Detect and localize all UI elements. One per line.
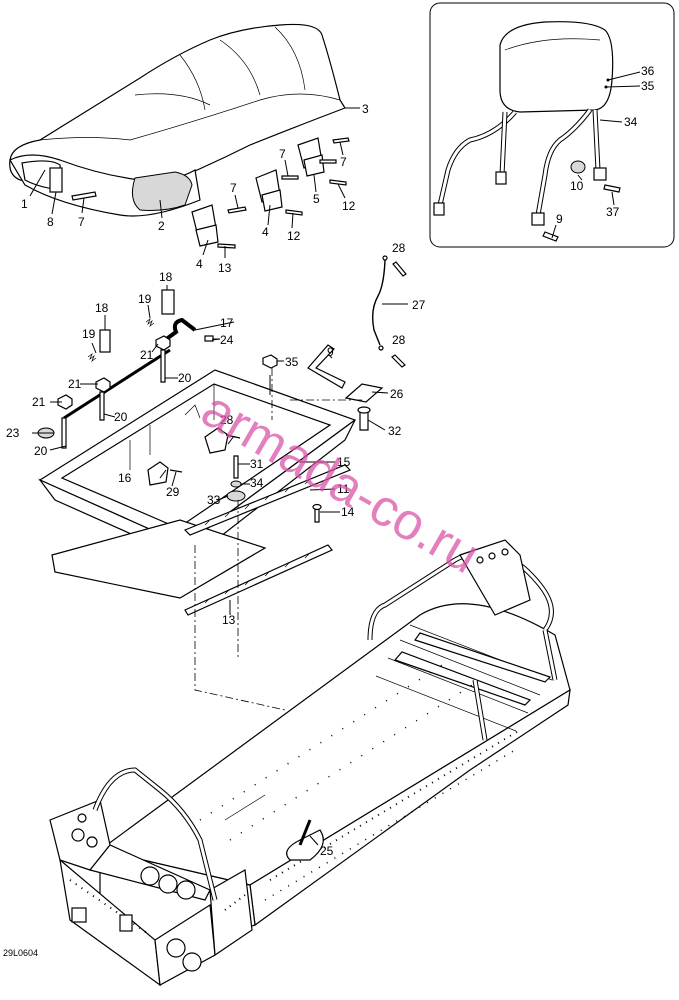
box-base-panel <box>51 519 267 599</box>
callout-label: 19 <box>138 292 152 306</box>
callout-label: 20 <box>178 371 192 385</box>
callout-label: 9 <box>327 345 334 359</box>
callout-label: 9 <box>556 212 563 226</box>
callout-label: 20 <box>34 444 48 458</box>
callout-label: 26 <box>390 387 404 401</box>
callout-label: 7 <box>78 215 85 229</box>
callout-label: 28 <box>220 413 234 427</box>
callout-label: 7 <box>279 147 286 161</box>
callout-label: 12 <box>342 199 356 213</box>
callout-label: 7 <box>340 155 347 169</box>
backrest-inset <box>429 2 675 248</box>
seat-assembly <box>9 23 360 258</box>
callout-label: 15 <box>337 455 351 469</box>
side-rail <box>183 464 352 536</box>
callout-label: 23 <box>6 426 20 440</box>
callout-label: 34 <box>250 476 264 490</box>
callout-label: 4 <box>196 257 203 271</box>
callout-label: 11 <box>337 482 350 496</box>
callout-label: 4 <box>262 225 269 239</box>
callout-label: 16 <box>118 471 132 485</box>
callout-label: 18 <box>95 301 109 315</box>
storage-box <box>32 338 389 711</box>
latch-bracket <box>49 167 63 193</box>
callout-label: 5 <box>313 192 320 206</box>
callout-label: 34 <box>624 115 638 129</box>
bushing <box>570 160 586 174</box>
callout-label: 18 <box>159 270 173 284</box>
callout-label: 28 <box>392 333 406 347</box>
seat-underside-pad <box>131 171 193 211</box>
callout-label: 10 <box>570 179 584 193</box>
callout-label: 13 <box>218 261 232 275</box>
storage-hardware <box>37 255 408 449</box>
callout-label: 3 <box>362 102 369 116</box>
callout-label: 21 <box>68 377 82 391</box>
callout-label: 35 <box>285 355 299 369</box>
callout-label: 1 <box>21 197 28 211</box>
callout-label: 2 <box>158 219 165 233</box>
callout-label: 36 <box>641 64 655 78</box>
hex-key <box>307 344 346 389</box>
callout-label: 7 <box>230 181 237 195</box>
callout-label: 24 <box>220 333 234 347</box>
callout-label: 14 <box>341 505 355 519</box>
callout-label: 20 <box>114 410 128 424</box>
callout-label: 21 <box>140 348 154 362</box>
callout-label: 27 <box>412 298 426 312</box>
rod-bracket <box>99 329 111 353</box>
chassis-frame <box>49 539 571 987</box>
inset-frame <box>429 2 675 248</box>
callout-labels: 3 1 8 7 2 7 7 7 5 12 4 12 4 13 28 27 28 … <box>3 64 655 958</box>
callout-label: 12 <box>287 229 301 243</box>
callout-label: 31 <box>250 457 264 471</box>
callout-label: 35 <box>641 79 655 93</box>
callout-label: 13 <box>222 613 236 627</box>
callout-label: 21 <box>32 395 46 409</box>
callout-label: 33 <box>207 493 221 507</box>
figure-code: 29L0604 <box>3 948 38 958</box>
callout-label: 28 <box>392 241 406 255</box>
backrest-pad <box>499 21 614 113</box>
callout-label: 19 <box>82 327 96 341</box>
callout-label: 25 <box>320 844 334 858</box>
callout-label: 8 <box>47 215 54 229</box>
callout-label: 37 <box>606 205 620 219</box>
callout-label: 29 <box>166 485 180 499</box>
callout-label: 32 <box>388 424 402 438</box>
callout-label: 17 <box>220 316 234 330</box>
